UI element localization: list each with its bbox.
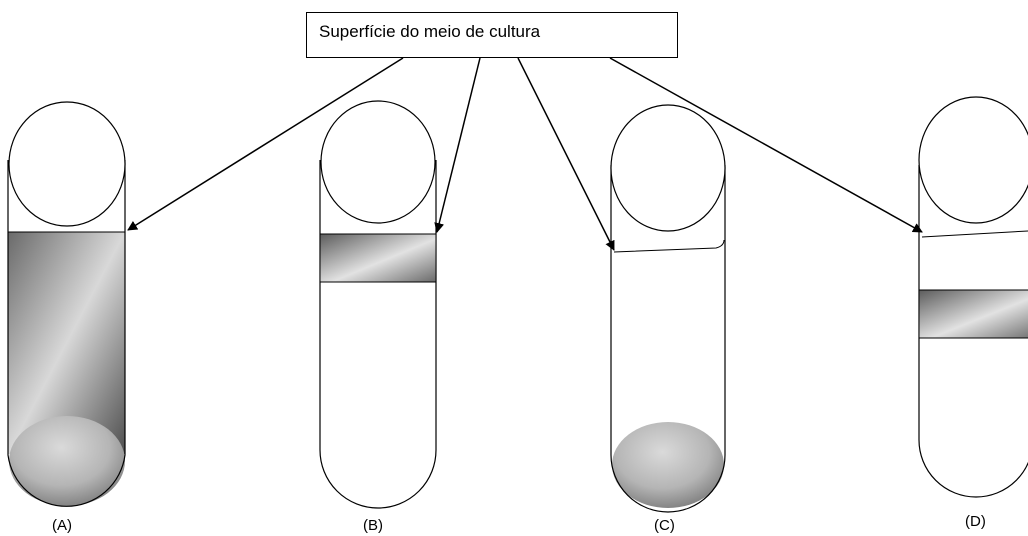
tube-c-outline: [610, 165, 726, 513]
arrow-to-c: [517, 57, 615, 251]
tube-d-surface: [921, 230, 1028, 238]
callout-arrows: [127, 57, 923, 251]
tube-a-label: (A): [52, 517, 72, 534]
arrow-to-b: [434, 57, 481, 233]
arrow-to-d: [609, 57, 923, 233]
tube-b: [319, 100, 437, 509]
tube-c-label: (C): [654, 517, 675, 534]
tube-c-colony: [612, 422, 724, 508]
tube-d-medium-band: [918, 289, 1028, 339]
tube-a: [7, 101, 126, 507]
tube-d-cap: [918, 96, 1028, 224]
callout-label: Superfície do meio de cultura: [319, 22, 541, 41]
tube-a-colony: [9, 416, 125, 506]
tube-d: [918, 96, 1028, 498]
callout-box: Superfície do meio de cultura: [306, 12, 678, 58]
tube-b-label: (B): [363, 517, 383, 534]
tube-c-surface: [613, 239, 725, 253]
tube-a-cap: [8, 101, 126, 227]
tube-b-cap: [320, 100, 436, 224]
tube-d-label: (D): [965, 513, 986, 530]
tube-b-medium-band: [319, 233, 437, 283]
tube-c-cap: [610, 104, 726, 232]
tube-a-outline: [7, 160, 126, 507]
arrow-to-a: [127, 57, 404, 231]
tube-c: [610, 104, 726, 513]
